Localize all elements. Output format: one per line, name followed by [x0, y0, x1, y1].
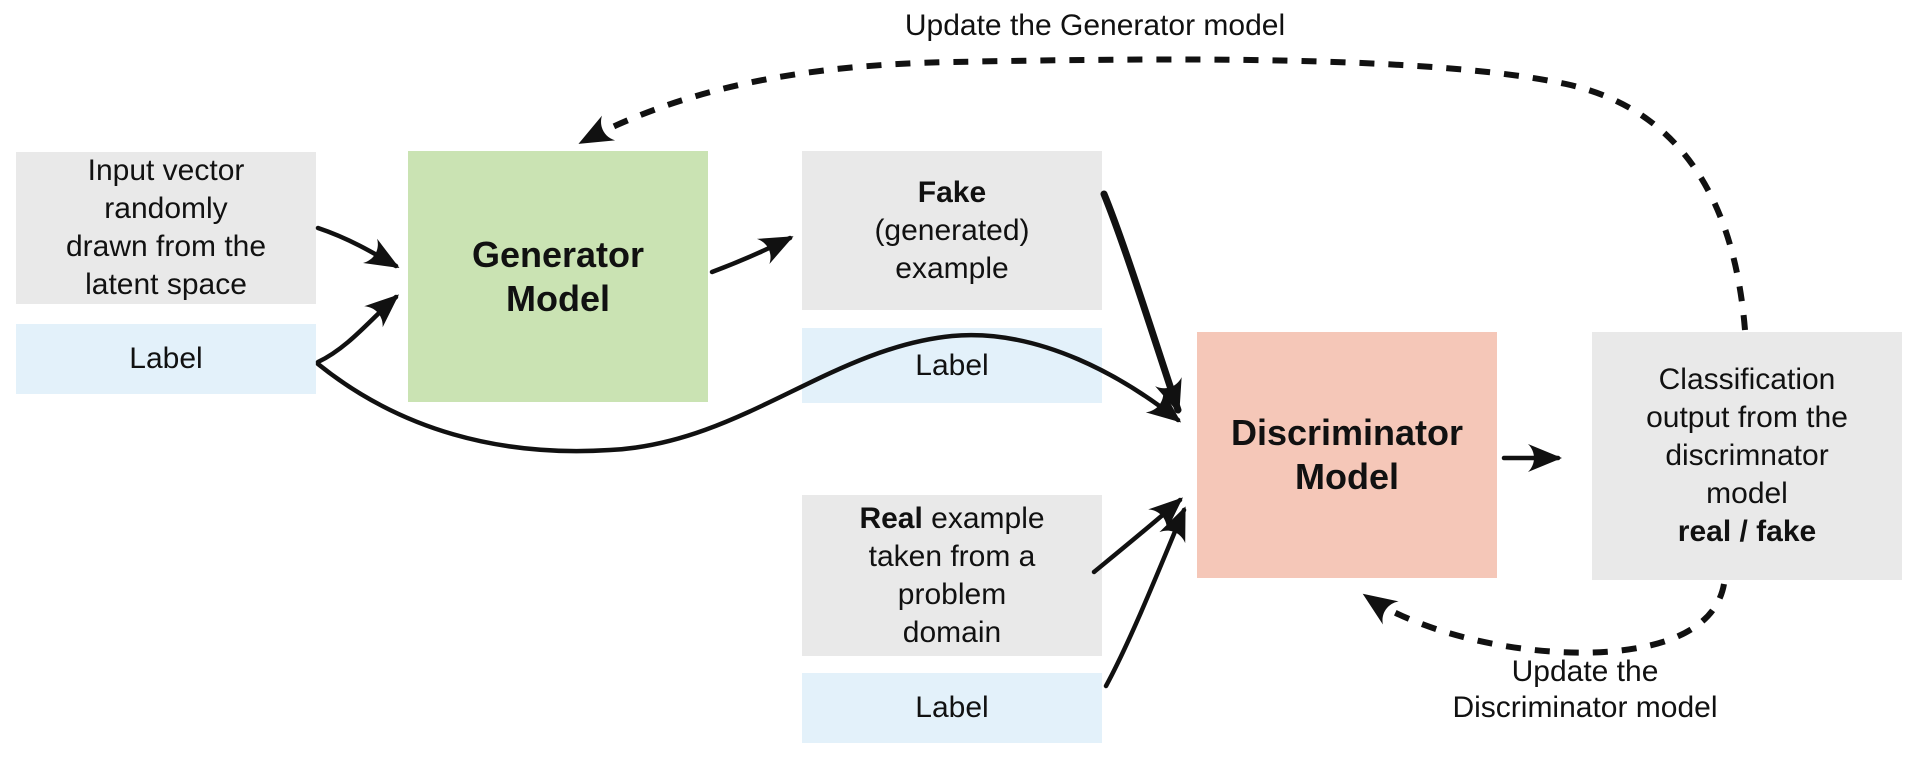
update-generator-annotation: Update the Generator model [795, 8, 1395, 44]
real-label-box: Label [802, 673, 1102, 743]
input-vector-line: drawn from the [65, 230, 267, 263]
input-label-text: Label [129, 342, 203, 375]
generator-to-fake-arrow [709, 235, 794, 275]
classification-line: discrimnator [1665, 439, 1829, 472]
input-vector-line: randomly [104, 192, 228, 225]
real-example-line: Real example [859, 500, 1044, 538]
real-example-line: domain [902, 615, 1002, 649]
real-example-box: Real example taken from a problem domain [802, 495, 1102, 656]
input-vector-box: Input vector randomly drawn from the lat… [16, 152, 316, 304]
input-vector-line: latent space [85, 268, 247, 301]
fake-example-box: Fake (generated) example [802, 151, 1102, 310]
fake-to-discriminator-arrow [1100, 190, 1182, 414]
input-vector-line: Input vector [87, 154, 245, 187]
real-example-line: taken from a [868, 539, 1036, 573]
input-to-generator-arrow [315, 225, 400, 269]
discriminator-model-box: Discriminator Model [1197, 332, 1497, 578]
real-label-to-discriminator-arrow [1103, 506, 1187, 689]
update-discriminator-text-line: Discriminator model [1452, 691, 1718, 724]
fake-label-box: Label [802, 328, 1102, 403]
generator-title-line: Generator [471, 233, 645, 275]
real-label-text: Label [915, 691, 989, 724]
classification-output-box: Classification output from the discrimna… [1592, 332, 1902, 580]
classification-line: model [1706, 477, 1788, 510]
label-to-generator-arrow [315, 294, 400, 365]
classification-real-fake-line: real / fake [1677, 515, 1817, 548]
update-generator-text: Update the Generator model [904, 9, 1286, 42]
update-generator-feedback-arrow [578, 56, 1748, 331]
fake-example-line: (generated) [874, 213, 1030, 247]
fake-example-line: example [895, 251, 1009, 285]
classification-line: Classification [1658, 363, 1836, 396]
real-example-line-rest: example [922, 501, 1045, 535]
fake-label-text: Label [915, 348, 989, 382]
fake-example-line-bold: Fake [917, 175, 987, 209]
classification-line: output from the [1646, 401, 1848, 434]
real-to-discriminator-arrow [1091, 497, 1183, 575]
update-discriminator-feedback-arrow [1362, 583, 1727, 656]
generator-model-box: Generator Model [408, 151, 708, 402]
generator-title-line: Model [506, 277, 610, 319]
discriminator-title-line: Model [1295, 456, 1399, 497]
real-example-bold-word: Real [859, 501, 923, 535]
discriminator-title-line: Discriminator [1230, 412, 1464, 453]
update-discriminator-text-line: Update the [1511, 655, 1659, 688]
real-example-line: problem [897, 577, 1007, 611]
input-label-box: Label [16, 324, 316, 394]
update-discriminator-annotation: Update the Discriminator model [1385, 654, 1785, 726]
